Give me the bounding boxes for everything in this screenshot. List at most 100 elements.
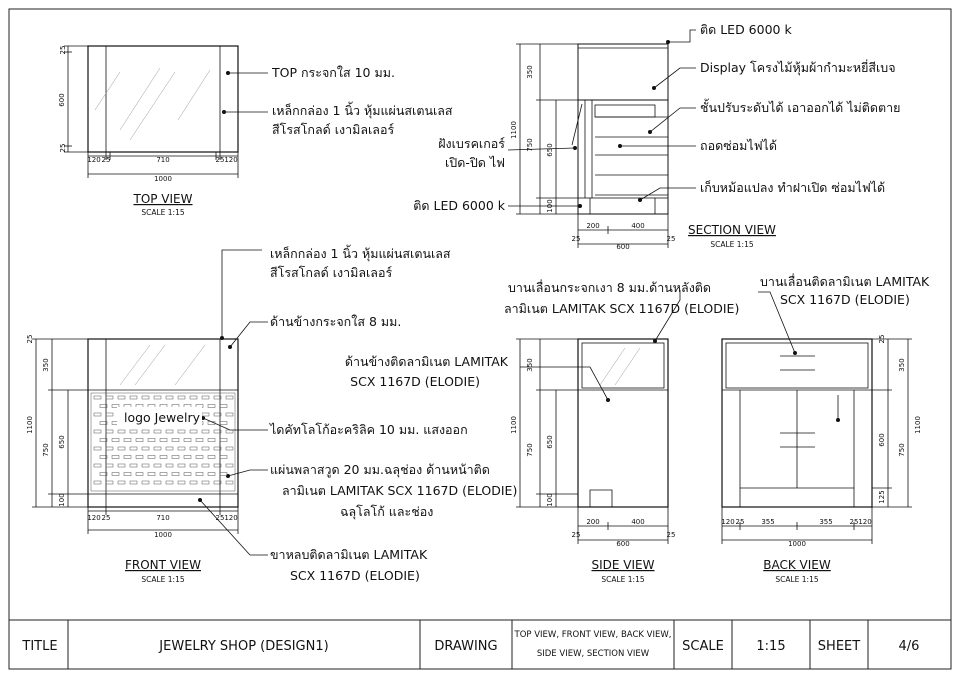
perforation-slot [213, 429, 222, 434]
perforation-slot [177, 395, 186, 400]
section-dim-600: 600 [616, 243, 629, 251]
front-logo-text: logo Jewelry [124, 410, 201, 425]
titleblock-drawing-value-1: TOP VIEW, FRONT VIEW, BACK VIEW, [514, 630, 672, 640]
perforation-slot [207, 421, 216, 425]
front-dim-w-l1: 120 [87, 514, 100, 522]
section-dim-200: 200 [586, 222, 599, 230]
perforation-slot [165, 446, 174, 451]
front-dim-750: 750 [42, 443, 50, 456]
back-dim-w-total: 1000 [788, 540, 806, 548]
perforation-slot [207, 404, 216, 408]
section-view [507, 29, 696, 248]
perforation-slot [213, 446, 222, 451]
back-dim-w-r2: 120 [858, 518, 871, 526]
perforation-slot [207, 455, 216, 459]
perforation-slot [141, 429, 150, 434]
top-dim-h-a: 25 [59, 46, 67, 55]
perforation-slot [147, 472, 156, 476]
section-label-breaker-1: ฝังเบรคเกอร์ [438, 136, 505, 151]
top-dim-w-l2: 25 [102, 156, 111, 164]
front-dim-w-mid: 710 [156, 514, 169, 522]
top-dim-w-r2: 120 [224, 156, 237, 164]
sheet-border [8, 8, 952, 670]
side-dim-25b: 25 [667, 531, 676, 539]
section-dim-25b: 25 [667, 235, 676, 243]
perforation-slot [165, 463, 174, 468]
perforation-slot [141, 480, 150, 485]
top-dim-w-r1: 25 [216, 156, 225, 164]
perforation-slot [105, 395, 114, 400]
back-dim-w-r1: 25 [850, 518, 859, 526]
perforation-slot [129, 463, 138, 468]
perforation-slot [93, 446, 102, 451]
section-label-led-top: ติด LED 6000 k [700, 22, 792, 37]
top-view [64, 45, 268, 178]
back-view [721, 291, 912, 544]
perforation-slot [129, 429, 138, 434]
perforation-slot [165, 395, 174, 400]
section-dim-100: 100 [546, 199, 554, 212]
back-dim-w-l2: 25 [736, 518, 745, 526]
front-dim-w-l2: 25 [102, 514, 111, 522]
perforation-slot [123, 438, 132, 442]
back-dim-355a: 355 [761, 518, 774, 526]
section-dim-25a: 25 [572, 235, 581, 243]
perforation-slot [225, 395, 234, 400]
front-dim-w-r1: 25 [216, 514, 225, 522]
back-view-title: BACK VIEW [763, 558, 831, 572]
perforation-slot [141, 395, 150, 400]
section-dim-750: 750 [526, 138, 534, 151]
side-view-title: SIDE VIEW [592, 558, 655, 572]
perforation-slot [183, 455, 192, 459]
front-label-leg-1: ขาหลบติดลามิเนต LAMITAK [270, 547, 428, 562]
back-dim-1100: 1100 [914, 416, 922, 434]
titleblock-drawing-label: DRAWING [434, 639, 497, 654]
perforation-slot [93, 395, 102, 400]
top-dim-w-l1: 120 [87, 156, 100, 164]
perforation-slot [117, 429, 126, 434]
perforation-slot [201, 446, 210, 451]
front-dim-350: 350 [42, 358, 50, 371]
perforation-slot [105, 463, 114, 468]
front-view [32, 249, 268, 556]
front-label-panel-3: ฉลุโลโก้ และช่อง [340, 504, 433, 520]
perforation-slot [183, 438, 192, 442]
front-label-panel-2: ลามิเนต LAMITAK SCX 1167D (ELODIE) [282, 483, 517, 498]
perforation-slot [225, 429, 234, 434]
perforation-slot [111, 455, 120, 459]
perforation-slot [213, 480, 222, 485]
perforation-slot [177, 480, 186, 485]
perforation-slot [189, 429, 198, 434]
front-view-title: FRONT VIEW [125, 558, 201, 572]
back-dim-350: 350 [898, 358, 906, 371]
perforation-slot [201, 412, 210, 417]
perforation-slot [219, 455, 228, 459]
top-label-steel-1: เหล็กกล่อง 1 นิ้ว หุ้มแผ่นสเตนเลส [272, 101, 453, 119]
front-dim-25: 25 [26, 335, 34, 344]
side-view [516, 290, 681, 544]
front-label-logo: ไดคัทโลโก้อะคริลิค 10 มม. แสงออก [269, 422, 468, 437]
side-dim-200: 200 [586, 518, 599, 526]
perforation-slot [219, 421, 228, 425]
perforation-slot [189, 480, 198, 485]
perforation-slot [111, 472, 120, 476]
perforation-slot [93, 412, 102, 417]
perforation-slot [189, 463, 198, 468]
side-label-mirror-2: ลามิเนต LAMITAK SCX 1167D (ELODIE) [504, 301, 739, 316]
perforation-slot [99, 472, 108, 476]
perforation-slot [195, 438, 204, 442]
perforation-slot [105, 412, 114, 417]
perforation-slot [153, 480, 162, 485]
perforation-slot [111, 404, 120, 408]
perforation-slot [171, 438, 180, 442]
perforation-slot [93, 480, 102, 485]
top-label-glass: TOP กระจกใส 10 มม. [271, 65, 395, 80]
perforation-slot [93, 429, 102, 434]
perforation-slot [159, 455, 168, 459]
perforation-slot [153, 429, 162, 434]
titleblock-title-label: TITLE [21, 639, 57, 654]
section-label-display: Display โครงไม้หุ้มผ้ากำมะหยี่สีเบจ [700, 59, 896, 76]
titleblock-sheet-label: SHEET [818, 639, 860, 654]
perforation-slot [129, 446, 138, 451]
side-dim-750: 750 [526, 443, 534, 456]
